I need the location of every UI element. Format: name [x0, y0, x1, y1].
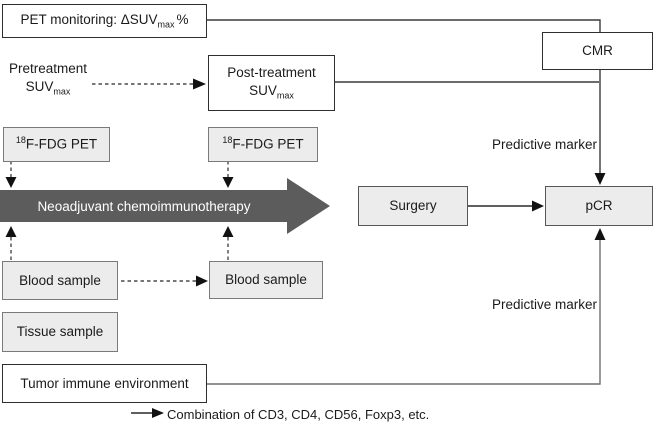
arrowhead-blood2-arrow — [222, 226, 234, 237]
arrowhead-tumor-pcr — [594, 228, 606, 240]
arrowhead-blood-blood — [196, 275, 208, 287]
arrowhead-surgery-pcr — [532, 200, 544, 212]
fdg-pet-right-label: 18F-FDG PET — [222, 135, 303, 153]
legend-arrowhead — [152, 408, 164, 418]
fdg-pet-right-isotope: 18 — [222, 135, 233, 146]
predictive-marker-label-top: Predictive marker — [491, 137, 597, 152]
cmr-label: CMR — [582, 43, 613, 59]
arrowhead-cmr-pcr — [594, 173, 606, 185]
blood-sample-box-right: Blood sample — [209, 261, 323, 299]
pretreatment-line1: Pretreatment — [8, 61, 88, 76]
pet-monitoring-box: PET monitoring: ΔSUVmax% — [2, 4, 207, 38]
pretreatment-line2: SUVmax — [0, 78, 96, 99]
surgery-box: Surgery — [358, 186, 468, 226]
fdg-pet-right-text: F-FDG PET — [232, 136, 304, 152]
arrowhead-blood1-arrow — [5, 226, 17, 237]
blood-sample-left-label: Blood sample — [19, 272, 101, 288]
pet-monitoring-percent: % — [176, 11, 189, 27]
post-treatment-suv: SUV — [249, 82, 277, 98]
arrowhead-fdg2-arrow — [222, 177, 234, 188]
fdg-pet-box-right: 18F-FDG PET — [208, 127, 318, 162]
post-treatment-box: Post-treatment SUVmax — [208, 55, 335, 111]
post-treatment-line1: Post-treatment — [227, 64, 316, 80]
fdg-pet-left-label: 18F-FDG PET — [16, 135, 97, 153]
pretreatment-subscript: max — [53, 86, 71, 97]
tissue-sample-box: Tissue sample — [2, 312, 118, 352]
neoadjuvant-arrow-label: Neoadjuvant chemoimmunotherapy — [37, 199, 251, 214]
connector-petmonitoring-cmr — [207, 19, 601, 32]
connector-tumor-pcr — [207, 240, 601, 385]
cmr-box: CMR — [542, 32, 653, 70]
blood-sample-box-left: Blood sample — [2, 261, 118, 300]
arrowhead-fdg1-arrow — [5, 177, 17, 188]
arrowhead-pretreat-posttreat — [193, 78, 206, 90]
surgery-label: Surgery — [389, 198, 437, 214]
predictive-marker-label-bottom: Predictive marker — [491, 297, 597, 312]
fdg-pet-box-left: 18F-FDG PET — [3, 127, 110, 162]
fdg-pet-left-text: F-FDG PET — [25, 136, 98, 152]
neoadjuvant-arrow-shape — [0, 178, 330, 234]
legend-label: Combination of CD3, CD4, CD56, Foxp3, et… — [167, 407, 430, 422]
pretreatment-suv: SUV — [25, 78, 54, 94]
pet-monitoring-subscript: max — [157, 19, 175, 30]
post-treatment-label: Post-treatment SUVmax — [227, 64, 316, 102]
tumor-immune-environment-label: Tumor immune environment — [20, 375, 189, 391]
tumor-immune-environment-box: Tumor immune environment — [2, 364, 207, 403]
post-treatment-subscript: max — [276, 90, 294, 101]
blood-sample-right-label: Blood sample — [225, 272, 307, 288]
pet-monitoring-label: PET monitoring: ΔSUVmax% — [20, 11, 188, 32]
pcr-label: pCR — [585, 198, 613, 214]
pet-monitoring-text: PET monitoring: ΔSUV — [20, 11, 158, 27]
pretreatment-label: Pretreatment SUVmax — [0, 60, 96, 98]
pcr-box: pCR — [545, 186, 653, 226]
tissue-sample-label: Tissue sample — [16, 324, 104, 340]
fdg-pet-left-isotope: 18 — [15, 135, 26, 146]
